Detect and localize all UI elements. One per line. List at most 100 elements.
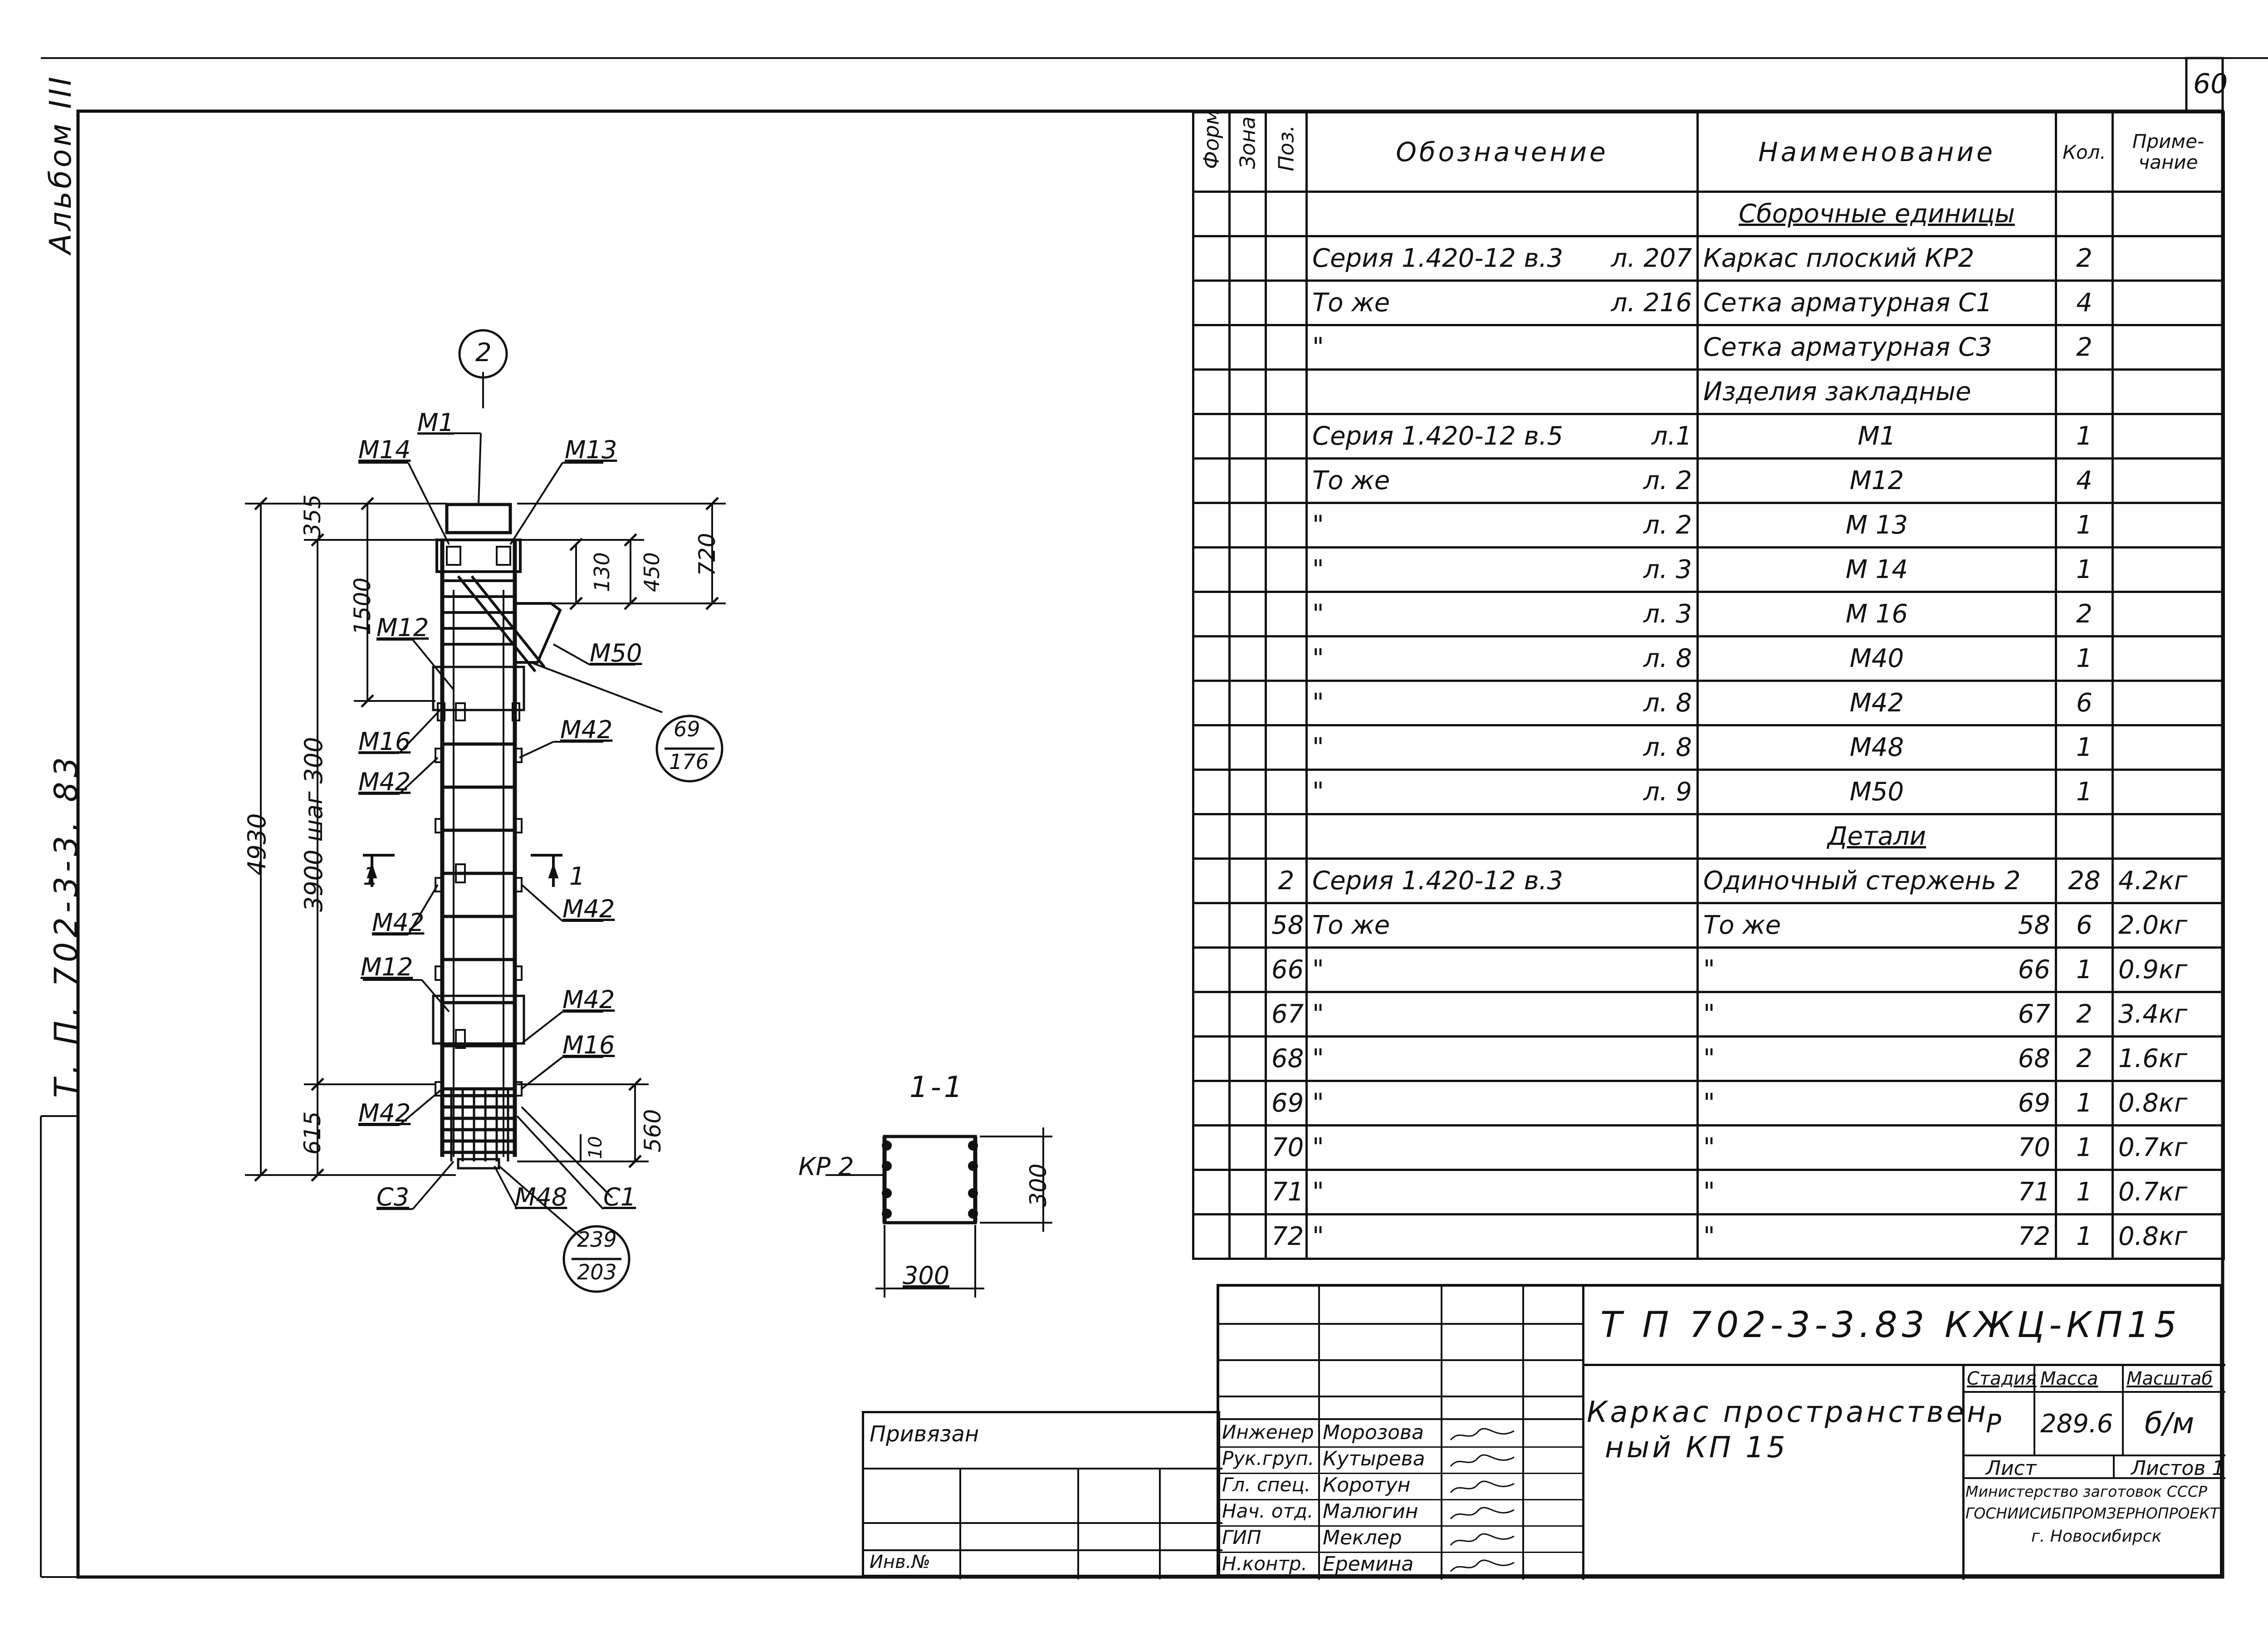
name-text: То же xyxy=(1703,911,1781,940)
cell-designation: " xyxy=(1305,1213,1699,1260)
signature xyxy=(1448,1556,1516,1573)
cell-zone xyxy=(1228,413,1267,460)
cell-note xyxy=(2112,191,2225,237)
album-label: Альбом III xyxy=(43,74,78,254)
name-text: М40 xyxy=(1849,644,1904,673)
cell-pos xyxy=(1265,591,1308,637)
cell-qty xyxy=(2055,813,2114,860)
cell-format xyxy=(1192,1080,1231,1127)
cell-zone xyxy=(1228,1169,1267,1215)
stamp-code: Т П 702-3-3.83 КЖЦ-КП15 xyxy=(1600,1305,2181,1346)
cell-pos xyxy=(1265,680,1308,726)
cell-name: Изделия закладные xyxy=(1696,368,2057,415)
cell-note: 0.7кг xyxy=(2112,1169,2225,1215)
cell-qty: 2 xyxy=(2055,324,2114,371)
cell-format xyxy=(1192,457,1231,504)
sheet-ref: л. 2 xyxy=(1643,510,1692,540)
cell-designation xyxy=(1305,191,1699,237)
cell-format xyxy=(1192,279,1231,326)
cell-pos xyxy=(1265,279,1308,326)
cell-zone xyxy=(1228,591,1267,637)
cell-name: "68 xyxy=(1696,1035,2057,1082)
cell-pos xyxy=(1265,413,1308,460)
cell-pos xyxy=(1265,457,1308,504)
cell-note: 0.8кг xyxy=(2112,1080,2225,1127)
cell-zone xyxy=(1228,769,1267,815)
cell-qty: 1 xyxy=(2055,546,2114,593)
scale-value: б/м xyxy=(2145,1407,2195,1440)
cell-pos: 72 xyxy=(1265,1213,1308,1260)
signature xyxy=(1448,1425,1516,1442)
specification-table: Формат Зона Поз. Обозначение Наименовани… xyxy=(1192,111,2225,1260)
cell-designation: " xyxy=(1305,1080,1699,1127)
cell-zone xyxy=(1228,902,1267,949)
mark-m16-bottom: M16 xyxy=(562,1031,615,1059)
cell-note xyxy=(2112,680,2225,726)
cell-format xyxy=(1192,191,1231,237)
spec-header-row: Формат Зона Поз. Обозначение Наименовани… xyxy=(1192,111,2225,193)
cell-designation: " л. 2 xyxy=(1305,502,1699,549)
cell-format xyxy=(1192,991,1231,1038)
cell-format xyxy=(1192,946,1231,993)
cell-note: 2.0кг xyxy=(2112,902,2225,949)
designation-text: " xyxy=(1312,644,1324,673)
signature xyxy=(1448,1504,1516,1521)
mark-m12-top: M12 xyxy=(376,613,429,642)
callout-239-top: 239 xyxy=(577,1227,617,1252)
dim-1500: 1500 xyxy=(349,577,376,635)
cell-format xyxy=(1192,235,1231,282)
cell-format xyxy=(1192,591,1231,637)
name-text: М 13 xyxy=(1845,510,1908,540)
designation-text: " xyxy=(1312,510,1324,540)
name-number: 70 xyxy=(2018,1133,2050,1162)
cell-designation: "л. 3 xyxy=(1305,546,1699,593)
cell-designation: То же xyxy=(1305,902,1699,949)
designation-text: " xyxy=(1312,1177,1324,1207)
signatory-name: Морозова xyxy=(1323,1421,1424,1444)
cell-name: М 14 xyxy=(1696,546,2057,593)
cell-name: М50 xyxy=(1696,769,2057,815)
cell-zone xyxy=(1228,368,1267,415)
signatory-name: Меклер xyxy=(1323,1526,1402,1549)
cell-format xyxy=(1192,1124,1231,1171)
cell-qty: 1 xyxy=(2055,1169,2114,1215)
cell-designation: Серия 1.420-12 в.3 xyxy=(1305,857,1699,904)
dim-3900: 3900 шаг 300 xyxy=(299,737,328,912)
cell-pos: 67 xyxy=(1265,991,1308,1038)
cell-zone xyxy=(1228,813,1267,860)
sheet-ref: л. 207 xyxy=(1611,244,1692,273)
cell-qty: 2 xyxy=(2055,1035,2114,1082)
cell-format xyxy=(1192,857,1231,904)
cell-qty: 2 xyxy=(2055,591,2114,637)
cell-designation: " xyxy=(1305,1035,1699,1082)
sheet-number-box xyxy=(2185,57,2224,113)
cell-note: 1.6кг xyxy=(2112,1035,2225,1082)
cell-qty: 6 xyxy=(2055,680,2114,726)
cell-qty: 4 xyxy=(2055,457,2114,504)
name-text: М50 xyxy=(1849,777,1904,807)
name-text: Сетка арматурная С3 xyxy=(1703,333,1992,362)
section-1-1 xyxy=(826,1127,1052,1298)
cell-zone xyxy=(1228,279,1267,326)
cell-pos xyxy=(1265,191,1308,237)
cell-pos xyxy=(1265,724,1308,771)
cell-format xyxy=(1192,724,1231,771)
cell-designation: " xyxy=(1305,324,1699,371)
designation-text: " xyxy=(1312,1133,1324,1162)
cell-zone xyxy=(1228,1213,1267,1260)
mark-m42-a: M42 xyxy=(358,768,411,796)
name-text: " xyxy=(1703,999,1715,1029)
cell-note xyxy=(2112,279,2225,326)
dim-560: 560 xyxy=(640,1109,666,1152)
header-name: Наименование xyxy=(1696,111,2057,193)
cell-format xyxy=(1192,324,1231,371)
designation-text: То же xyxy=(1312,911,1390,940)
